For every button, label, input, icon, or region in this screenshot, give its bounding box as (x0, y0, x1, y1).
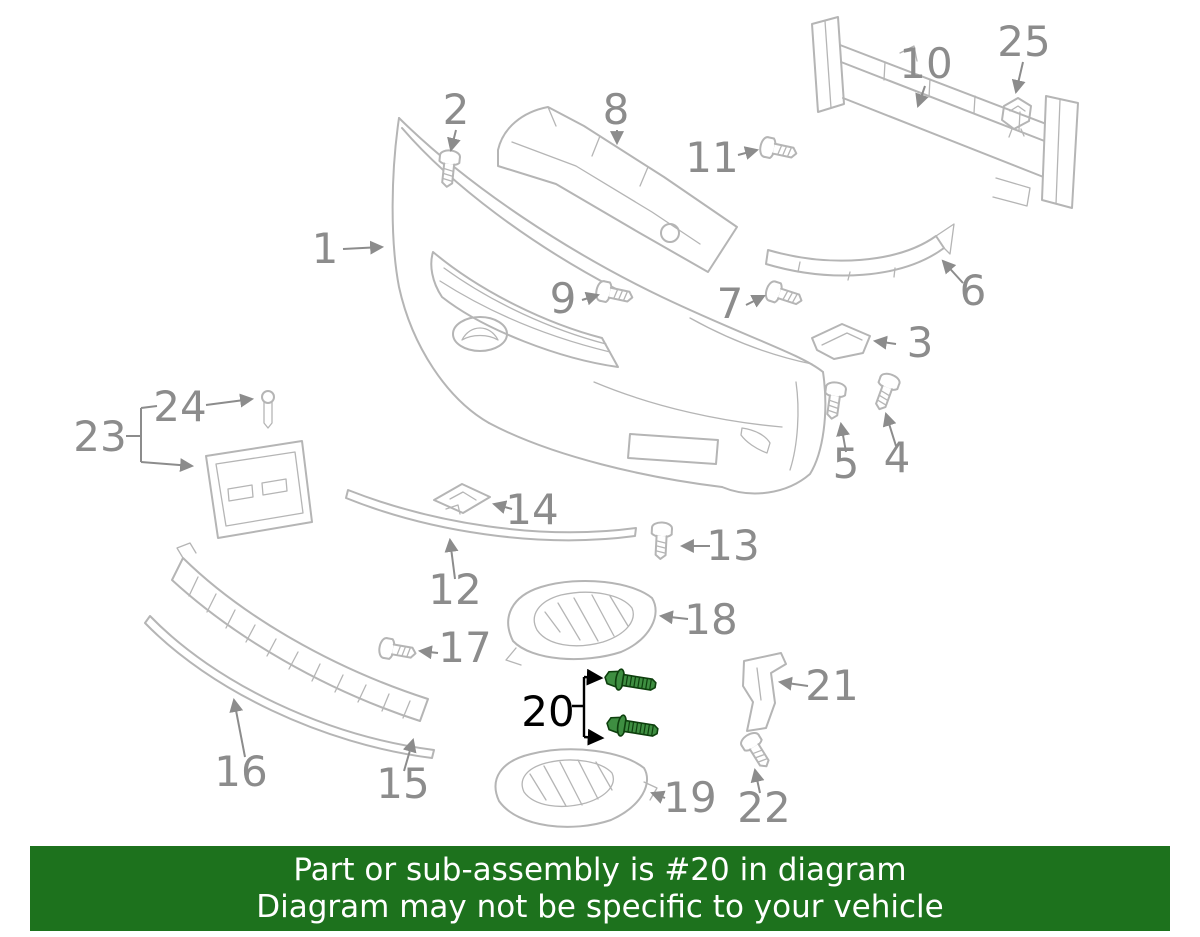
leader-25 (1011, 61, 1026, 95)
leader-11 (737, 146, 760, 160)
part-label-14[interactable]: 14 (505, 485, 558, 534)
screw-9-icon (593, 279, 636, 309)
leader-14 (491, 500, 513, 514)
part-label-20-highlighted[interactable]: 20 (521, 687, 574, 736)
part-label-3[interactable]: 3 (907, 318, 934, 367)
part-label-2[interactable]: 2 (443, 85, 470, 134)
part-label-7[interactable]: 7 (717, 279, 744, 328)
molding-strip-part (144, 615, 435, 759)
green-bolt-icon[interactable] (602, 666, 658, 697)
part-label-24[interactable]: 24 (153, 382, 206, 431)
bumper-absorber-part (497, 106, 738, 273)
leader-5 (836, 421, 850, 453)
part-label-23[interactable]: 23 (73, 412, 126, 461)
leader-21 (777, 676, 809, 691)
fog-lamp-bezel-lower-part (494, 748, 658, 828)
leader-23-bracket (126, 405, 158, 462)
part-label-19[interactable]: 19 (663, 773, 716, 822)
leader-6 (941, 259, 964, 284)
bolt-22-icon (737, 729, 776, 773)
part-label-15[interactable]: 15 (376, 759, 429, 808)
impact-bar-part (811, 16, 1079, 209)
license-pin-part (261, 390, 275, 429)
leader-7 (745, 295, 766, 308)
screw-4-icon (869, 370, 903, 414)
highlight-banner: Part or sub-assembly is #20 in diagram D… (30, 846, 1170, 931)
clip-part-25 (1001, 97, 1032, 138)
leader-24 (205, 393, 255, 408)
bolt-7-icon (762, 278, 806, 312)
leader-17 (417, 645, 439, 660)
bolt-13-icon (649, 520, 674, 561)
leader-18 (658, 610, 689, 625)
leader-16 (229, 697, 246, 758)
part-label-9[interactable]: 9 (550, 274, 577, 323)
leader-15 (402, 737, 417, 772)
leader-22 (750, 767, 765, 794)
leader-10 (915, 85, 929, 108)
part-label-22[interactable]: 22 (737, 783, 790, 832)
bumper-cover-part (391, 117, 827, 495)
part-label-10[interactable]: 10 (899, 39, 952, 88)
part-label-18[interactable]: 18 (684, 595, 737, 644)
leader-23-arm (140, 458, 195, 473)
part-label-11[interactable]: 11 (685, 133, 738, 182)
banner-line1: Part or sub-assembly is #20 in diagram (293, 851, 907, 888)
lower-molding-part-12 (345, 489, 637, 542)
leader-20-bracket (572, 677, 586, 737)
bolt-17-icon (376, 636, 419, 665)
bracket-part-21 (742, 652, 787, 732)
leader-4 (882, 411, 897, 447)
leader-20-top-arm (583, 668, 604, 686)
lower-stiffener-part (765, 223, 955, 281)
part-label-8[interactable]: 8 (603, 85, 630, 134)
banner-line2: Diagram may not be specific to your vehi… (256, 888, 944, 925)
leader-1 (342, 240, 385, 255)
part-label-6[interactable]: 6 (960, 266, 987, 315)
green-bolt-icon[interactable] (604, 712, 660, 743)
fog-lamp-bezel-upper-part (505, 579, 657, 666)
part-label-4[interactable]: 4 (884, 433, 911, 482)
part-label-21[interactable]: 21 (805, 661, 858, 710)
license-plate-bracket-part (205, 440, 313, 539)
part-label-16[interactable]: 16 (214, 747, 267, 796)
leader-2 (447, 129, 461, 153)
part-label-13[interactable]: 13 (706, 521, 759, 570)
highlighted-part-20-bolts[interactable] (602, 666, 660, 743)
leader-20-bottom-arm (583, 728, 605, 746)
part-label-25[interactable]: 25 (997, 17, 1050, 66)
part-label-5[interactable]: 5 (833, 439, 860, 488)
bolt-11-icon (757, 135, 800, 165)
part-label-12[interactable]: 12 (428, 565, 481, 614)
part-label-17[interactable]: 17 (438, 623, 491, 672)
part-number-labels: 1 2 3 4 5 6 7 8 9 10 11 12 13 14 15 16 1… (73, 17, 1050, 832)
leader-19 (650, 790, 666, 804)
leader-12 (444, 537, 459, 580)
clip-part-14 (433, 483, 491, 514)
leader-lines (126, 61, 1026, 804)
part-label-1[interactable]: 1 (312, 224, 339, 273)
bracket-part-3 (811, 323, 871, 360)
leader-9 (581, 291, 601, 306)
slatted-grille-strip-part (171, 542, 429, 722)
leader-3 (872, 335, 897, 350)
